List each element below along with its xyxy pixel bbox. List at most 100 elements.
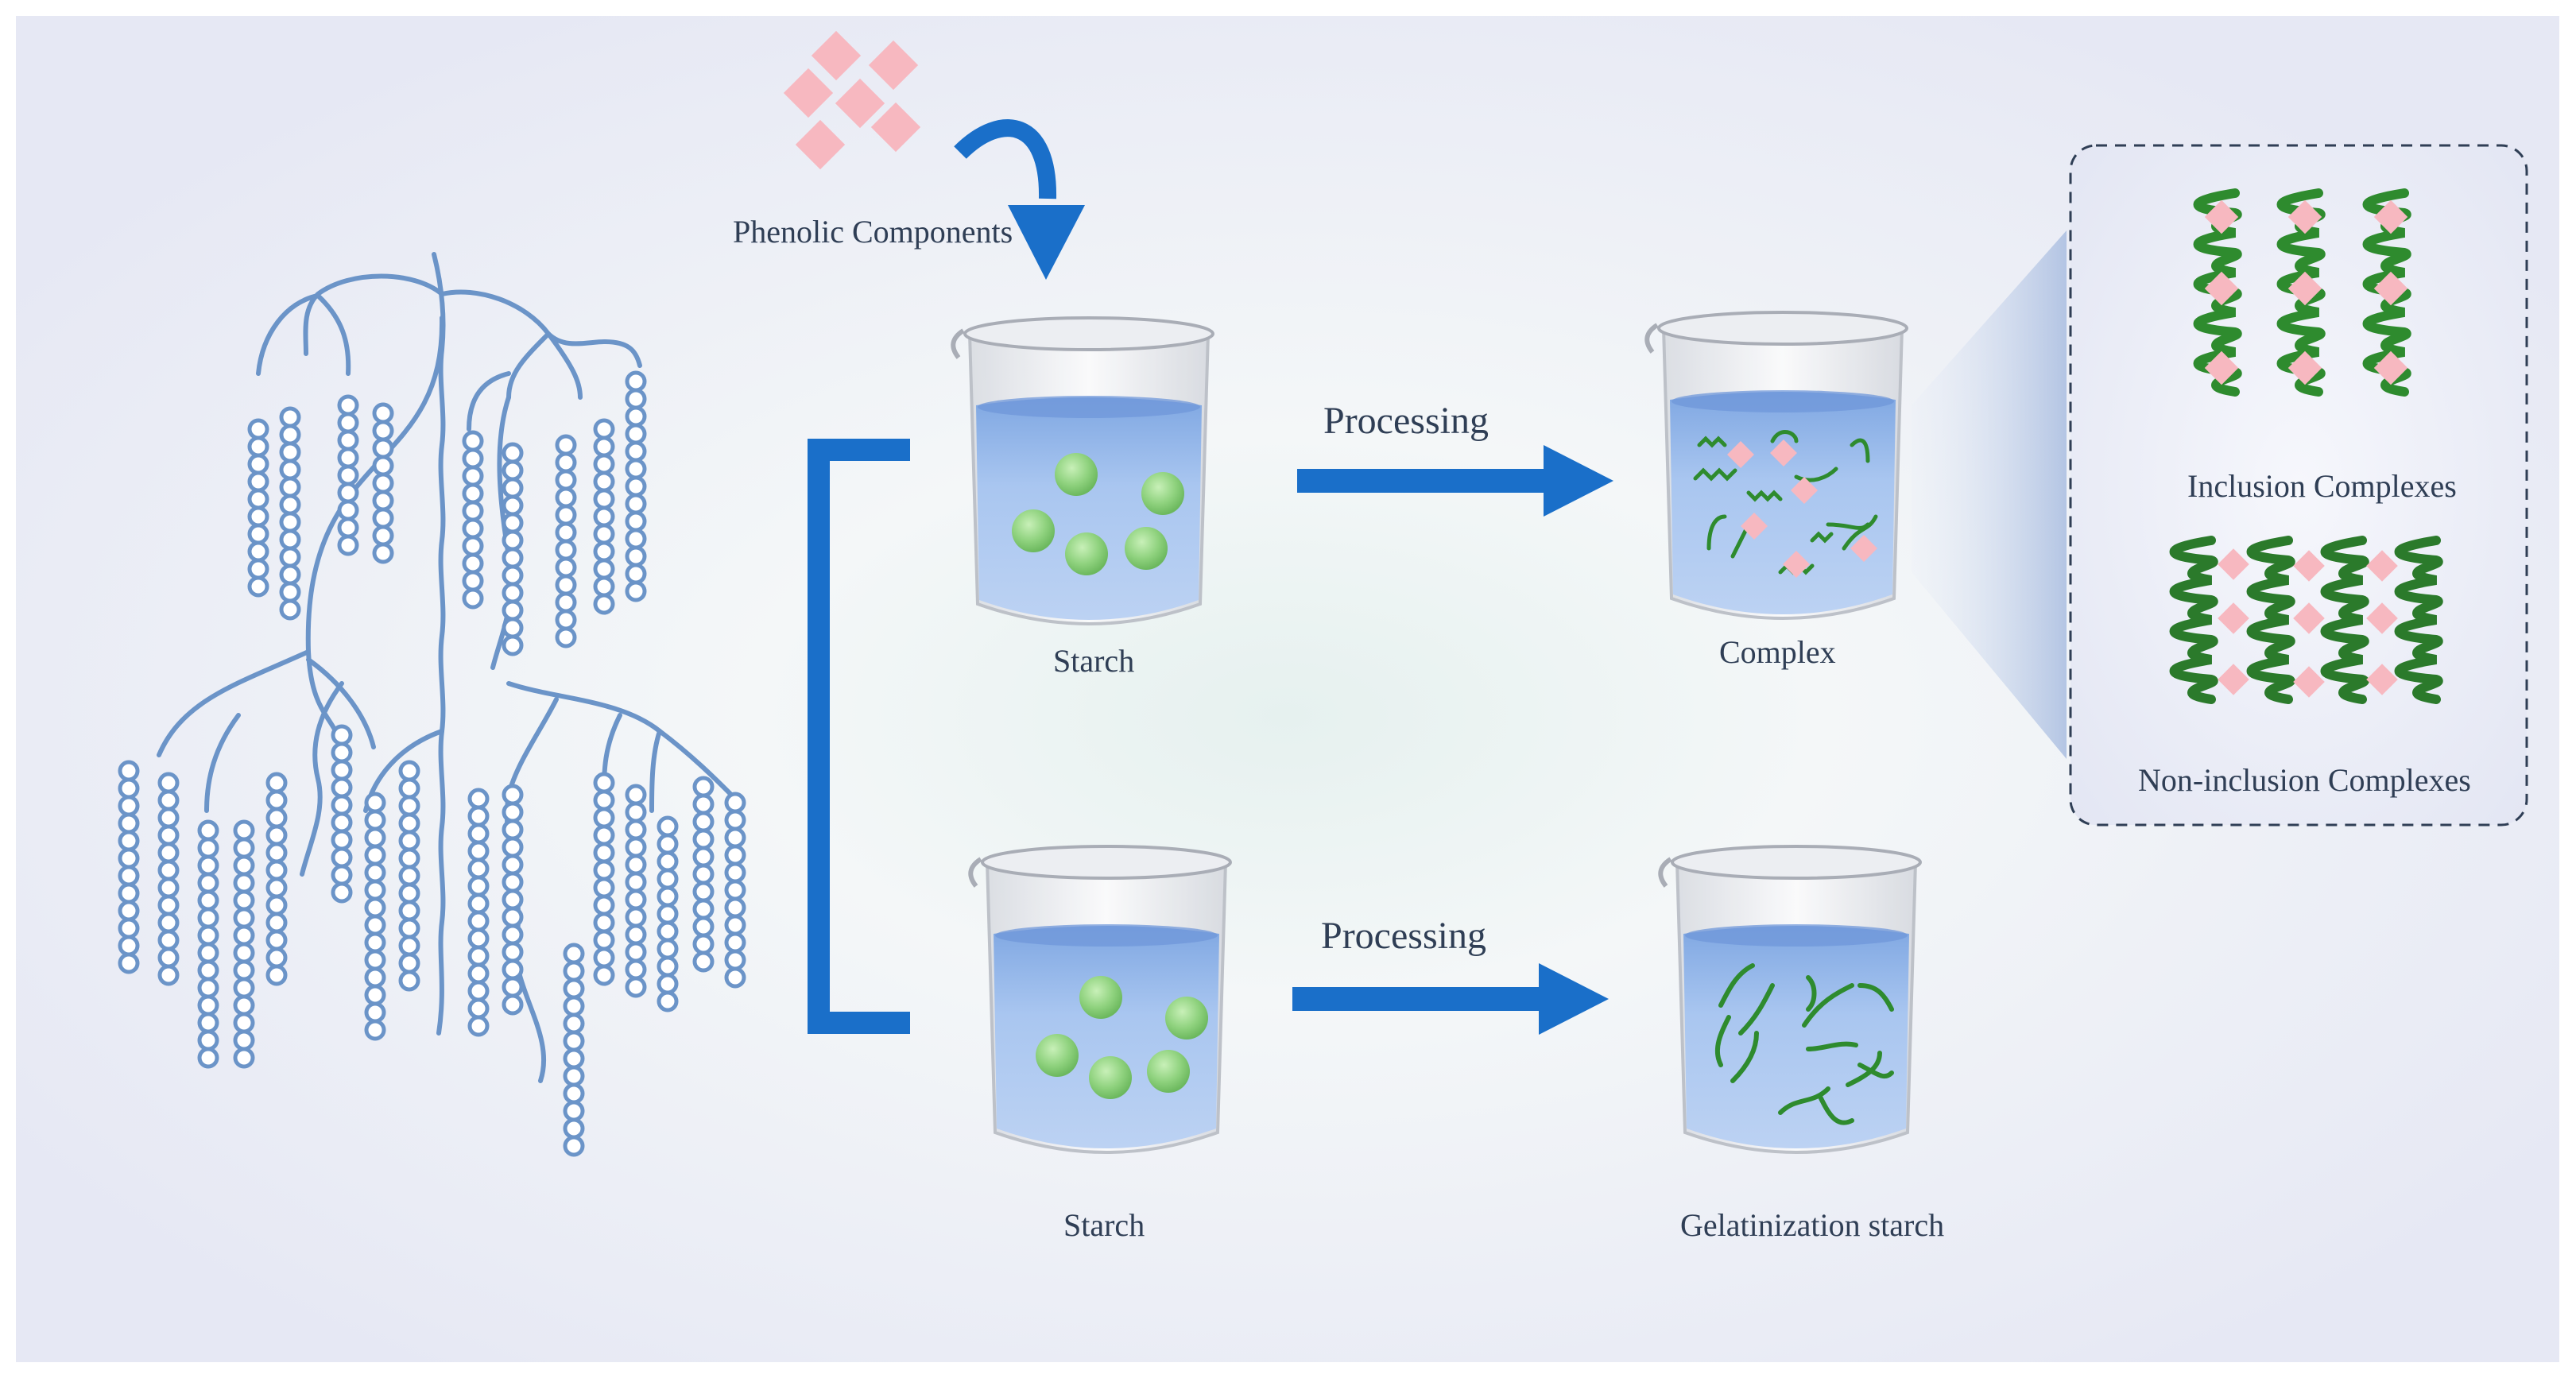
glucose-bead xyxy=(265,842,288,864)
glucose-bead xyxy=(398,935,420,957)
glucose-bead xyxy=(625,388,647,410)
complex-label: Complex xyxy=(1719,634,1836,670)
glucose-bead xyxy=(555,556,577,579)
glucose-bead xyxy=(279,441,301,463)
glucose-bead xyxy=(657,815,679,838)
glucose-bead xyxy=(118,777,140,799)
glucose-bead xyxy=(337,534,359,556)
glucose-bead xyxy=(462,570,484,592)
glucose-bead xyxy=(625,958,647,981)
glucose-bead xyxy=(657,920,679,943)
phenolic-arrow-head xyxy=(1008,205,1085,280)
glucose-bead xyxy=(233,977,255,999)
glucose-bead xyxy=(331,794,353,816)
glucose-bead xyxy=(157,859,180,881)
glucose-bead xyxy=(197,924,219,947)
glucose-bead xyxy=(467,1015,490,1037)
glucose-bead xyxy=(398,847,420,869)
glucose-bead xyxy=(157,877,180,899)
glucose-bead xyxy=(364,809,386,831)
non-inclusion-helix xyxy=(2169,536,2218,704)
glucose-bead xyxy=(247,470,269,493)
glucose-bead xyxy=(337,499,359,521)
complex-chains xyxy=(1693,430,1878,575)
glucose-bead xyxy=(364,1019,386,1041)
glucose-bead xyxy=(593,929,615,951)
glucose-bead xyxy=(593,523,615,545)
glucose-bead xyxy=(233,837,255,859)
glucose-bead xyxy=(593,964,615,986)
glucose-bead xyxy=(462,587,484,610)
glucose-bead xyxy=(593,593,615,615)
zoom-cone xyxy=(1912,230,2067,759)
glucose-bead xyxy=(593,894,615,916)
glucose-bead xyxy=(247,436,269,458)
glucose-bead xyxy=(502,512,524,534)
glucose-bead xyxy=(625,580,647,602)
glucose-bead xyxy=(555,486,577,509)
glucose-bead xyxy=(364,861,386,884)
glucose-bead xyxy=(593,436,615,458)
glucose-bead xyxy=(625,528,647,550)
glucose-bead xyxy=(364,879,386,901)
glucose-bead xyxy=(502,477,524,499)
glucose-bead xyxy=(625,423,647,445)
glucose-bead xyxy=(625,889,647,911)
glucose-bead xyxy=(279,598,301,621)
glucose-bead xyxy=(157,842,180,864)
glucose-bead xyxy=(563,995,585,1017)
glucose-bead xyxy=(331,864,353,886)
glucose-bead xyxy=(197,819,219,842)
glucose-bead xyxy=(372,472,394,494)
glucose-bead xyxy=(555,609,577,631)
glucose-bead xyxy=(593,877,615,899)
glucose-bead xyxy=(197,1012,219,1034)
glucose-bead xyxy=(593,859,615,881)
glucose-bead xyxy=(593,453,615,475)
glucose-bead xyxy=(692,881,715,903)
glucose-bead xyxy=(502,494,524,517)
glucose-bead xyxy=(724,931,746,954)
glucose-bead xyxy=(692,863,715,885)
glucose-bead xyxy=(625,854,647,876)
non-inclusion-phenolic xyxy=(2218,664,2249,695)
glucose-bead xyxy=(118,900,140,922)
glucose-bead xyxy=(563,960,585,982)
glucose-bead xyxy=(337,394,359,416)
glucose-bead xyxy=(157,772,180,794)
glucose-bead xyxy=(364,914,386,936)
glucose-bead xyxy=(398,812,420,834)
glucose-bead xyxy=(692,916,715,938)
glucose-bead xyxy=(502,889,524,911)
glucose-bead xyxy=(197,872,219,894)
glucose-bead xyxy=(502,958,524,981)
glucose-bead xyxy=(364,844,386,866)
glucose-bead xyxy=(337,447,359,469)
processing-top-label: Processing xyxy=(1323,400,1489,442)
glucose-bead xyxy=(118,795,140,817)
glucose-bead xyxy=(233,872,255,894)
glucose-bead xyxy=(462,430,484,452)
glucose-bead xyxy=(625,923,647,946)
glucose-bead xyxy=(593,912,615,934)
glucose-bead xyxy=(372,525,394,547)
glucose-bead xyxy=(462,465,484,487)
glucose-bead xyxy=(502,819,524,841)
glucose-bead xyxy=(563,1117,585,1140)
glucose-bead xyxy=(197,889,219,912)
glucose-bead xyxy=(247,488,269,510)
glucose-bead xyxy=(265,789,288,811)
glucose-bead xyxy=(724,949,746,971)
glucose-bead xyxy=(467,892,490,915)
glucose-bead xyxy=(625,836,647,858)
glucose-bead xyxy=(331,881,353,904)
glucose-bead xyxy=(502,442,524,464)
glucose-bead xyxy=(625,440,647,463)
glucose-bead xyxy=(398,760,420,782)
glucose-bead xyxy=(555,521,577,544)
glucose-bead xyxy=(247,558,269,580)
glucose-bead xyxy=(247,523,269,545)
glucose-bead xyxy=(337,482,359,504)
glucose-bead xyxy=(157,947,180,969)
glucose-bead xyxy=(555,574,577,596)
